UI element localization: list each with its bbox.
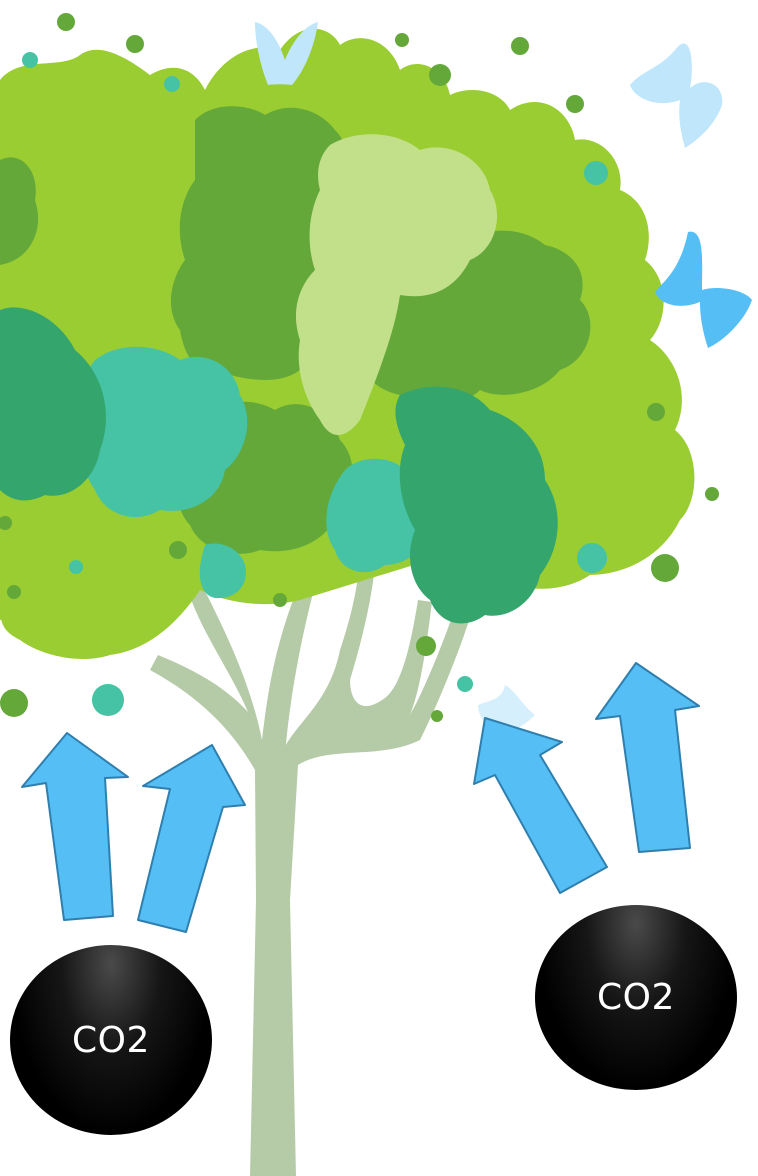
- co2-label: CO2: [597, 977, 675, 1018]
- up-arrow-icon: [596, 663, 699, 852]
- co2-molecule-right: CO2: [535, 905, 737, 1090]
- co2-molecule-left: CO2: [10, 945, 212, 1135]
- butterfly-icon: [630, 44, 722, 148]
- up-arrow-icon: [138, 745, 245, 932]
- co2-label: CO2: [72, 1020, 150, 1061]
- up-arrow-icon: [474, 718, 607, 893]
- butterfly-icon: [655, 232, 752, 348]
- up-arrow-icon: [22, 733, 128, 920]
